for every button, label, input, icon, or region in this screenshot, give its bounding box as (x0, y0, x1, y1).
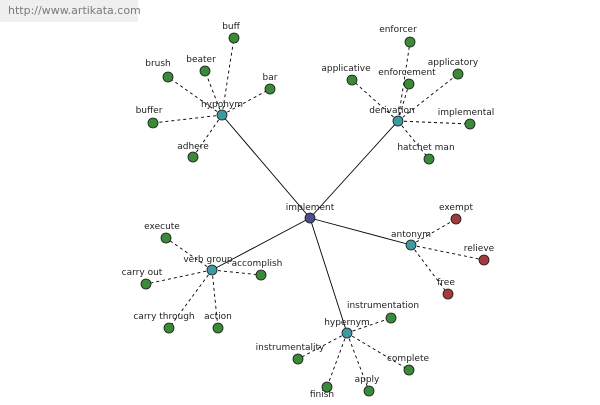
leaf-node-accomplish[interactable] (255, 269, 267, 281)
leaf-node-relieve[interactable] (478, 254, 490, 266)
center-node-implement[interactable] (304, 212, 316, 224)
leaf-node-execute[interactable] (160, 232, 172, 244)
leaf-label-enforcer: enforcer (379, 25, 417, 35)
watermark-url: http://www.artikata.com (0, 0, 141, 22)
leaf-label-exempt: exempt (439, 203, 473, 213)
edge-hyponym-buffer (152, 114, 223, 124)
leaf-node-applicatory[interactable] (452, 68, 464, 80)
leaf-node-finish[interactable] (321, 381, 333, 393)
edge-verb-group-execute (165, 237, 213, 271)
leaf-label-complete: complete (387, 354, 430, 364)
leaf-label-buffer: buffer (136, 106, 163, 116)
leaf-node-apply[interactable] (363, 385, 375, 397)
leaf-node-instrumentation[interactable] (385, 312, 397, 324)
leaf-node-brush[interactable] (162, 71, 174, 83)
leaf-label-instrumentation: instrumentation (347, 301, 419, 311)
leaf-label-implemental: implemental (438, 108, 495, 118)
category-label-verb-group: verb group (183, 255, 233, 265)
edge-hypernym (309, 217, 348, 334)
leaf-node-applicative[interactable] (346, 74, 358, 86)
edge-hypernym-complete (346, 332, 410, 371)
leaf-label-beater: beater (186, 55, 216, 65)
edge-derivation-implemental (397, 120, 471, 125)
leaf-label-carry-through: carry through (133, 312, 194, 322)
category-node-derivation[interactable] (392, 115, 404, 127)
center-label: implement (286, 203, 335, 213)
edge-hyponym (221, 114, 311, 219)
category-label-derivation: derivation (369, 106, 415, 116)
category-label-hyponym: hyponym (201, 100, 243, 110)
edge-antonym (309, 217, 412, 246)
leaf-label-brush: brush (145, 59, 171, 69)
leaf-label-execute: execute (144, 222, 180, 232)
leaf-node-bar[interactable] (264, 83, 276, 95)
edge-verb-group-carry-out (145, 269, 213, 285)
leaf-label-applicatory: applicatory (428, 58, 479, 68)
edge-antonym-free (410, 244, 449, 295)
edge-antonym-relieve (410, 244, 485, 261)
leaf-node-implemental[interactable] (464, 118, 476, 130)
leaf-node-instrumentality[interactable] (292, 353, 304, 365)
leaf-node-carry-out[interactable] (140, 278, 152, 290)
leaf-node-enforcer[interactable] (404, 36, 416, 48)
leaf-label-adhere: adhere (177, 142, 209, 152)
leaf-node-free[interactable] (442, 288, 454, 300)
edge-hypernym-apply (346, 332, 370, 392)
edge-derivation-enforcer (397, 41, 411, 122)
edge-antonym-exempt (410, 218, 457, 246)
leaf-label-finish: finish (310, 390, 334, 400)
category-node-antonym[interactable] (405, 239, 417, 251)
category-node-hypernym[interactable] (341, 327, 353, 339)
leaf-node-carry-through[interactable] (163, 322, 175, 334)
leaf-label-instrumentality: instrumentality (256, 343, 325, 353)
leaf-label-bar: bar (263, 73, 278, 83)
category-label-antonym: antonym (391, 230, 431, 240)
leaf-label-hatchet-man: hatchet man (397, 143, 454, 153)
edge-hyponym-beater (204, 70, 223, 116)
edge-hypernym-finish (326, 332, 348, 388)
leaf-label-action: action (204, 312, 232, 322)
edge-verb-group (211, 217, 311, 271)
edge-hyponym-adhere (192, 114, 223, 158)
edge-derivation-applicatory (397, 73, 459, 122)
edge-derivation (309, 120, 399, 219)
leaf-label-buff: buff (222, 22, 240, 32)
edge-hypernym-instrumentation (346, 317, 392, 334)
leaf-label-carry-out: carry out (122, 268, 163, 278)
leaf-node-buff[interactable] (228, 32, 240, 44)
edge-verb-group-carry-through (168, 269, 213, 329)
edge-hyponym-buff (221, 37, 235, 116)
leaf-node-action[interactable] (212, 322, 224, 334)
category-node-hyponym[interactable] (216, 109, 228, 121)
leaf-node-hatchet-man[interactable] (423, 153, 435, 165)
leaf-label-enforcement: enforcement (378, 68, 436, 78)
leaf-node-beater[interactable] (199, 65, 211, 77)
edge-derivation-applicative (351, 79, 399, 122)
leaf-label-apply: apply (355, 375, 380, 385)
leaf-label-free: free (437, 278, 455, 288)
leaf-node-adhere[interactable] (187, 151, 199, 163)
edge-verb-group-accomplish (211, 269, 262, 276)
edge-verb-group-action (211, 269, 219, 329)
edge-derivation-hatchet-man (397, 120, 430, 160)
leaf-node-complete[interactable] (403, 364, 415, 376)
leaf-node-buffer[interactable] (147, 117, 159, 129)
category-label-hypernym: hypernym (324, 318, 370, 328)
leaf-node-exempt[interactable] (450, 213, 462, 225)
edge-hyponym-brush (167, 76, 223, 116)
edge-derivation-enforcement (397, 83, 410, 122)
leaf-node-enforcement[interactable] (403, 78, 415, 90)
category-node-verb-group[interactable] (206, 264, 218, 276)
leaf-label-applicative: applicative (321, 64, 371, 74)
leaf-label-relieve: relieve (464, 244, 495, 254)
leaf-label-accomplish: accomplish (232, 259, 283, 269)
